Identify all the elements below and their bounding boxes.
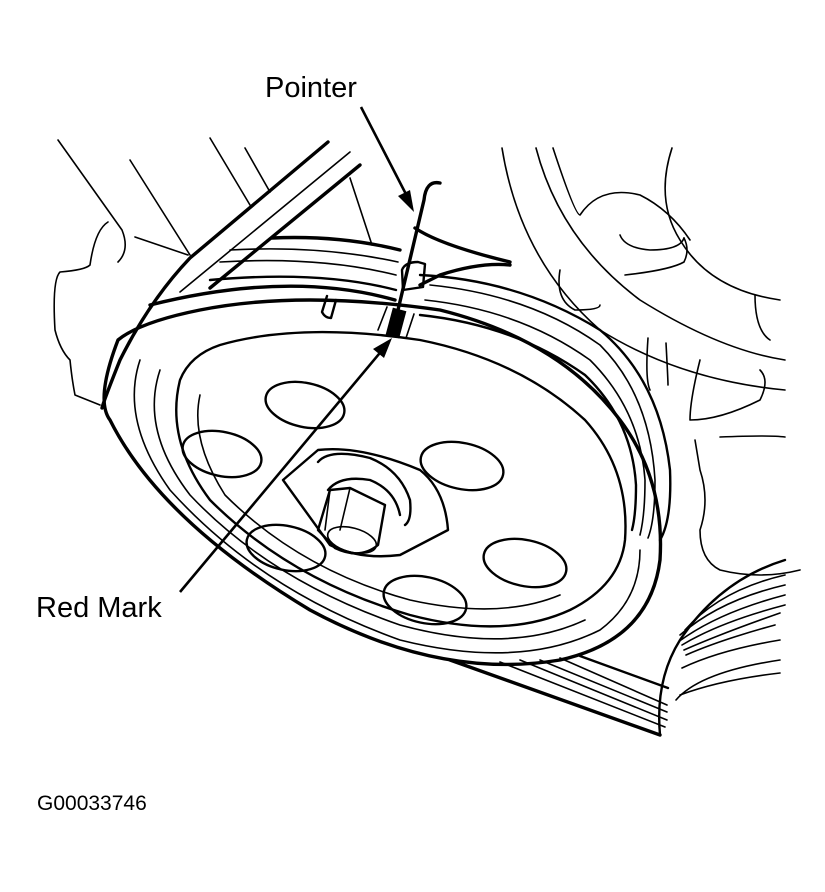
center-hex-bolt [281,447,450,558]
pulley-face [102,298,663,667]
pointer-label: Pointer [265,72,357,104]
red-mark-leader [179,338,392,593]
engine-background-left [53,137,373,406]
lower-right-pulley [657,558,787,737]
drive-belt-upper [100,140,362,410]
engine-background-right [501,147,801,576]
red-mark [385,307,407,339]
pulley-rim-grooves [148,226,672,542]
pointer-leader [359,106,414,212]
pulley-bolt-holes [181,380,568,626]
drive-belt-lower [448,654,670,737]
figure-id: G00033746 [37,792,147,815]
red-mark-label: Red Mark [36,592,162,624]
timing-pointer-assembly [320,180,512,339]
